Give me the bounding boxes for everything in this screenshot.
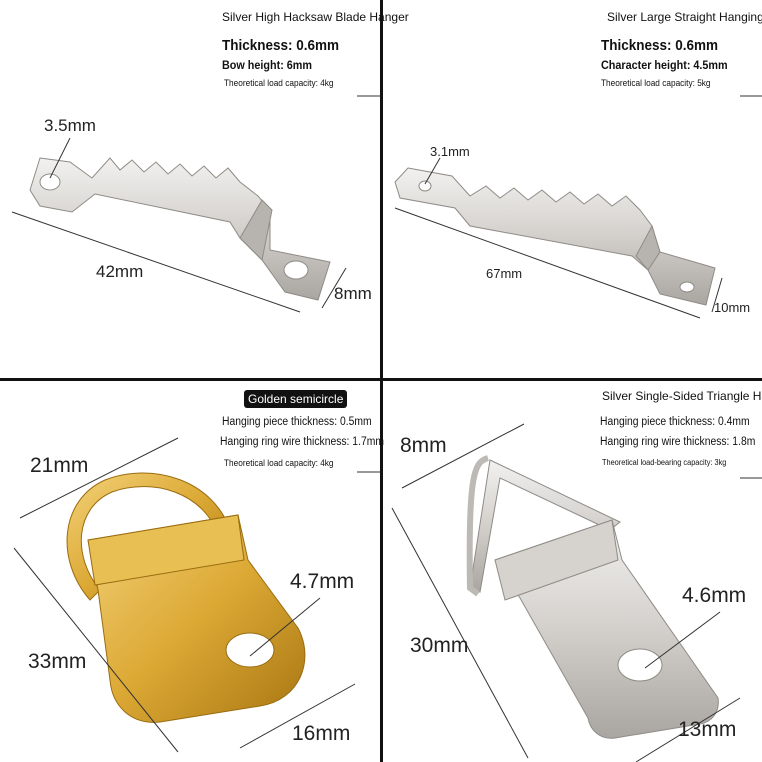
- horizontal-divider: [0, 378, 762, 381]
- spec-thickness: Thickness: 0.6mm: [601, 37, 719, 54]
- panel-title: Silver Single-Sided Triangle Hang: [602, 389, 762, 403]
- dim-hole-label: 3.1mm: [430, 144, 470, 159]
- dim-length-label: 67mm: [486, 266, 523, 281]
- spec-height: Character height: 4.5mm: [601, 58, 728, 72]
- panel-title: Silver Large Straight Hanging: [607, 10, 762, 24]
- dim-hole-label: 4.7mm: [290, 570, 355, 593]
- dim-top-label: 21mm: [30, 454, 89, 477]
- spec-load: Theoretical load capacity: 5kg: [601, 78, 711, 88]
- spec-thickness: Thickness: 0.6mm: [222, 37, 340, 54]
- vertical-divider: [380, 0, 383, 762]
- dim-height-label: 33mm: [28, 650, 87, 673]
- dim-length-label: 42mm: [96, 262, 144, 281]
- spec-piece-thickness: Hanging piece thickness: 0.4mm: [600, 416, 750, 428]
- silver-triangle-hanger: [391, 423, 762, 762]
- sawtooth-hanger-high: [11, 95, 380, 313]
- spec-wire-thickness: Hanging ring wire thickness: 1.7mm: [220, 436, 384, 448]
- dim-top-label: 8mm: [400, 434, 447, 457]
- spec-wire-thickness: Hanging ring wire thickness: 1.8m: [600, 436, 756, 448]
- dim-hole-label: 3.5mm: [44, 116, 96, 135]
- spec-load: Theoretical load capacity: 4kg: [224, 78, 334, 88]
- spec-piece-thickness: Hanging piece thickness: 0.5mm: [222, 416, 372, 428]
- panel-title: Silver High Hacksaw Blade Hanger: [222, 10, 409, 24]
- dim-height-label: 30mm: [410, 634, 469, 657]
- panel-title: Golden semicircle: [244, 390, 348, 408]
- spec-height: Bow height: 6mm: [222, 58, 313, 72]
- dim-hole-label: 4.6mm: [682, 584, 747, 607]
- spec-load: Theoretical load capacity: 4kg: [224, 458, 334, 468]
- dim-bottom-label: 16mm: [292, 722, 351, 745]
- dim-width-label: 8mm: [334, 284, 372, 303]
- golden-d-ring-hanger: [13, 437, 380, 753]
- sawtooth-hanger-straight: [394, 95, 762, 319]
- spec-load: Theoretical load-bearing capacity: 3kg: [602, 458, 727, 467]
- dim-bottom-label: 13mm: [678, 718, 737, 741]
- dim-width-label: 10mm: [714, 300, 751, 315]
